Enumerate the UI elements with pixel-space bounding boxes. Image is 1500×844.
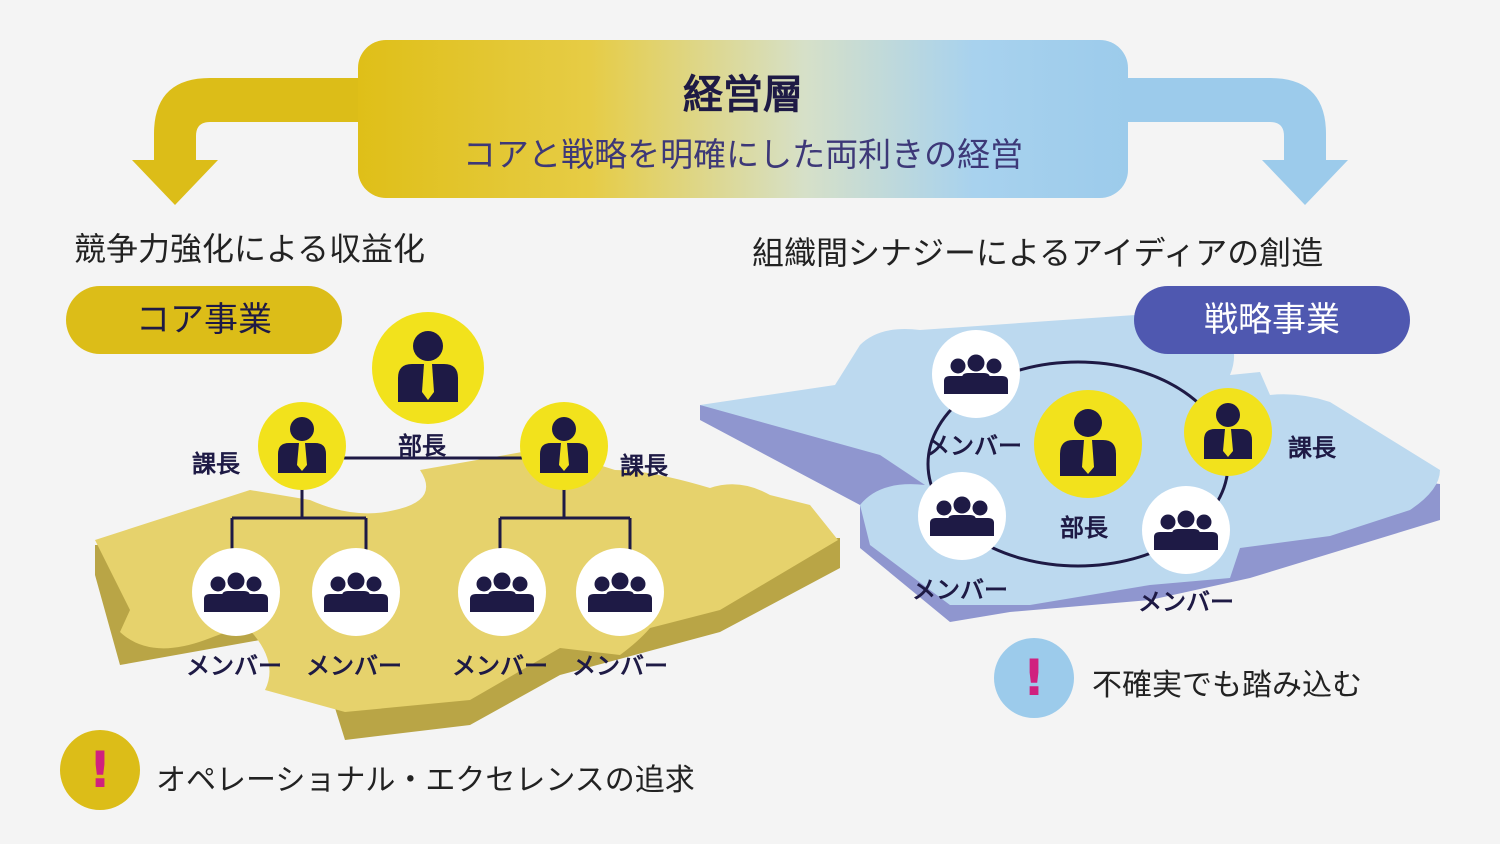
strategic-member-left-label: メンバー [912,570,1008,605]
core-manager-left-label: 課長 [192,444,240,479]
strategic-manager-node [1184,388,1272,476]
core-member-node-3 [458,548,546,636]
strategic-member-node-right [1142,486,1230,574]
core-manager-right-label: 課長 [620,446,668,481]
core-manager-left-node [258,402,346,490]
core-member-label-2: メンバー [306,646,402,681]
strategic-business-pill: 戦略事業 [1134,286,1410,354]
strategic-member-top-label: メンバー [926,426,1022,461]
strategic-member-node-left [918,472,1006,560]
core-note: オペレーショナル・エクセレンスの追求 [156,755,695,799]
strategic-director-label: 部長 [1060,508,1108,543]
right-flow-arrow [1124,78,1348,205]
left-flow-arrow [132,78,362,205]
banner-subtitle: コアと戦略を明確にした両利きの経営 [358,128,1128,176]
banner-title: 経営層 [358,62,1128,120]
strategic-heading: 組織間シナジーによるアイディアの創造 [752,228,1323,274]
core-director-label: 部長 [398,426,446,461]
strategic-member-right-label: メンバー [1138,582,1234,617]
strategic-director-node [1034,390,1142,498]
core-director-node [372,312,484,424]
strategic-manager-label: 課長 [1288,428,1336,463]
core-business-pill: コア事業 [66,286,342,354]
core-member-label-1: メンバー [186,646,282,681]
strategic-member-node-top [932,330,1020,418]
alert-icon: ! [994,638,1074,718]
strategic-note: 不確実でも踏み込む [1092,660,1362,704]
alert-icon: ! [60,730,140,810]
core-member-label-3: メンバー [452,646,548,681]
core-manager-right-node [520,402,608,490]
core-member-node-4 [576,548,664,636]
core-member-node-2 [312,548,400,636]
management-banner: 経営層 コアと戦略を明確にした両利きの経営 [358,40,1128,198]
core-member-label-4: メンバー [572,646,668,681]
core-member-node-1 [192,548,280,636]
core-heading: 競争力強化による収益化 [74,224,425,270]
